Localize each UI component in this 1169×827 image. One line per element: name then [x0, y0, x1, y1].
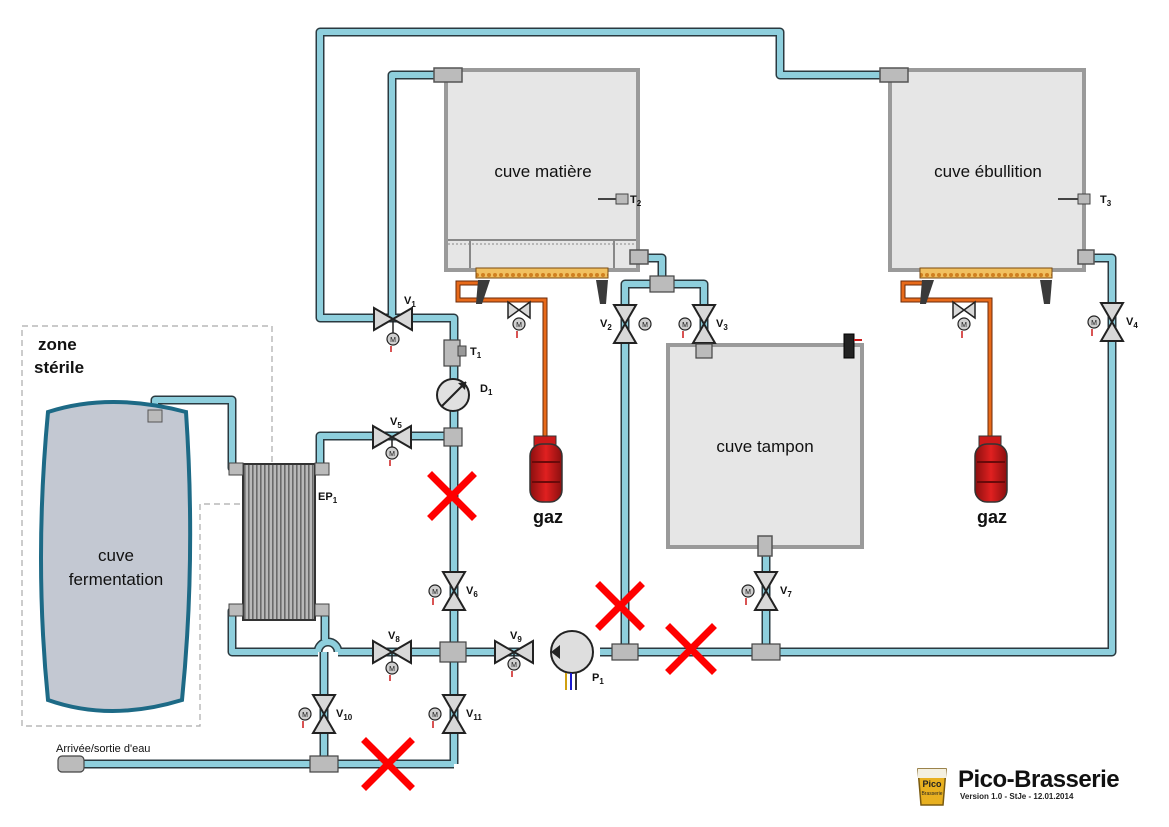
svg-text:M: M: [432, 712, 438, 719]
svg-text:M: M: [745, 589, 751, 596]
valve-v4[interactable]: M: [1087, 302, 1125, 342]
svg-text:M: M: [389, 451, 395, 458]
blocked-cross-4: [361, 737, 415, 791]
blocked-cross-3: [665, 623, 717, 675]
svg-text:M: M: [432, 589, 438, 596]
pump-p1[interactable]: [550, 630, 594, 690]
temperature-sensor-t3: [1058, 193, 1091, 205]
svg-text:Brasserie: Brasserie: [921, 791, 942, 797]
v6-label: V6: [466, 585, 478, 599]
brand-subtitle: Version 1.0 - StJe - 12.01.2014: [960, 792, 1074, 801]
svg-text:M: M: [961, 322, 967, 329]
valve-v3[interactable]: M: [678, 304, 717, 344]
t2-label: T2: [630, 194, 642, 208]
cuve-ebullition-tank: [879, 67, 1095, 304]
svg-text:Pico: Pico: [922, 779, 942, 789]
v3-label: V3: [716, 318, 728, 332]
blocked-cross-2: [595, 581, 645, 631]
cuve-tampon-tank: [666, 333, 864, 557]
svg-text:M: M: [390, 337, 396, 344]
svg-text:M: M: [302, 712, 308, 719]
d1-label: D1: [480, 383, 493, 397]
valve-v5[interactable]: M: [372, 424, 412, 466]
svg-text:M: M: [516, 322, 522, 329]
valve-v9[interactable]: M: [494, 639, 534, 677]
svg-text:M: M: [389, 666, 395, 673]
svg-text:M: M: [511, 662, 517, 669]
valve-v8[interactable]: M: [372, 639, 412, 681]
cuve-fermentation-tank: [39, 400, 193, 713]
temperature-sensor-t1: [443, 339, 467, 367]
sterile-zone-border: [21, 325, 273, 727]
cuve-fermentation-label-1: cuve: [98, 546, 134, 565]
v7-label: V7: [780, 585, 792, 599]
valve-v6[interactable]: M: [428, 571, 467, 611]
v10-label: V10: [336, 708, 353, 722]
zone-sterile-label-2: stérile: [34, 358, 84, 377]
t1-label: T1: [470, 346, 482, 360]
gas-valve-left[interactable]: M: [507, 300, 531, 338]
v5-label: V5: [390, 416, 402, 430]
cuve-matiere-label: cuve matière: [494, 162, 591, 181]
zone-sterile-label-1: zone: [38, 335, 77, 354]
v9-label: V9: [510, 630, 522, 644]
cuve-matiere-tank: [433, 67, 649, 304]
svg-text:M: M: [682, 322, 688, 329]
p1-label: P1: [592, 672, 604, 686]
svg-text:M: M: [642, 322, 648, 329]
brand-title: Pico-Brasserie: [958, 766, 1120, 793]
pipe-fittings: [57, 275, 781, 773]
gas-left-label: gaz: [533, 507, 563, 527]
v1-label: V1: [404, 295, 416, 309]
t3-label: T3: [1100, 194, 1112, 208]
flow-meter-d1: [436, 378, 470, 412]
valve-v11[interactable]: M: [428, 694, 467, 734]
blocked-cross-1: [427, 471, 477, 521]
valve-v2[interactable]: M: [612, 304, 652, 344]
gas-lines: [455, 280, 993, 436]
gas-right-label: gaz: [977, 507, 1007, 527]
v2-label: V2: [600, 318, 612, 332]
pico-brasserie-logo: Pico Brasserie: [917, 768, 947, 806]
heat-exchanger-ep1: [228, 462, 330, 621]
v8-label: V8: [388, 630, 400, 644]
v4-label: V4: [1126, 316, 1138, 330]
gas-bottle-left: [529, 435, 563, 503]
cuve-fermentation-label-2: fermentation: [69, 570, 164, 589]
svg-text:M: M: [1091, 320, 1097, 327]
gas-bottle-right: [974, 435, 1008, 503]
valve-v7[interactable]: M: [741, 571, 779, 611]
gas-valve-right[interactable]: M: [952, 300, 976, 338]
valve-v10[interactable]: M: [298, 694, 337, 734]
temperature-sensor-t2: [598, 193, 629, 205]
v11-label: V11: [466, 708, 482, 722]
ep1-label: EP1: [318, 491, 338, 505]
water-inlet-label: Arrivée/sortie d'eau: [56, 743, 150, 755]
valve-v1[interactable]: M: [373, 306, 413, 352]
cuve-ebullition-label: cuve ébullition: [934, 162, 1042, 181]
cuve-tampon-label: cuve tampon: [716, 437, 813, 456]
